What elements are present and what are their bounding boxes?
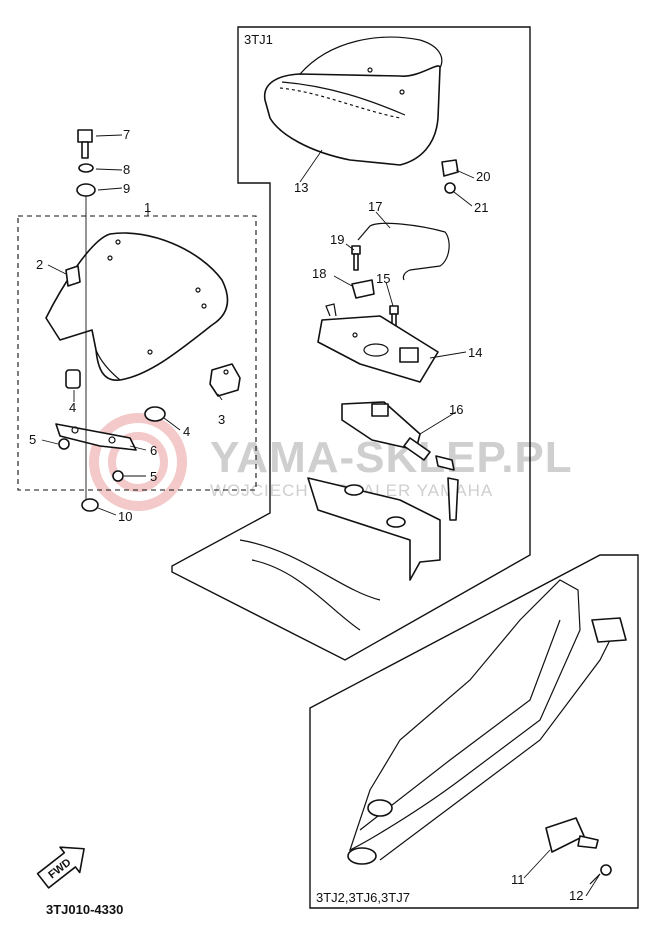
callout-21: 21 xyxy=(474,200,488,215)
leader-lines xyxy=(41,134,601,897)
group-outline-lower xyxy=(309,554,639,909)
bolt-19 xyxy=(351,245,361,271)
callout-7: 7 xyxy=(123,127,130,142)
bracket-6 xyxy=(55,423,137,451)
lock-assembly-16 xyxy=(341,401,459,521)
lock-base-14 xyxy=(317,303,439,383)
rear-frame xyxy=(347,579,627,865)
seat-mount-frame xyxy=(239,477,441,631)
lock-11 xyxy=(545,817,599,853)
callout-20: 20 xyxy=(476,169,490,184)
callouts: 1 2 3 4 4 5 5 6 7 8 9 10 11 12 13 14 15 … xyxy=(29,127,583,903)
nut-5-right xyxy=(112,470,124,482)
bracket-2 xyxy=(65,265,81,287)
bolt-7 xyxy=(77,129,93,159)
seat-13 xyxy=(264,36,443,166)
damper-4-right xyxy=(144,406,166,422)
collar-10 xyxy=(81,498,99,512)
assembly-box-1 xyxy=(17,215,257,491)
nut-5-left xyxy=(58,438,70,450)
callout-5-left: 5 xyxy=(29,432,36,447)
callout-11: 11 xyxy=(511,872,525,887)
clip-20 xyxy=(441,159,459,177)
damper-3 xyxy=(209,363,241,397)
wire-17 xyxy=(357,222,450,281)
callout-14: 14 xyxy=(468,345,482,360)
callout-16: 16 xyxy=(449,402,463,417)
bracket-18 xyxy=(351,279,375,299)
fwd-arrow-icon: FWD xyxy=(36,846,85,889)
callout-15: 15 xyxy=(376,271,390,286)
callout-18: 18 xyxy=(312,266,326,281)
part-code: 3TJ010-4330 xyxy=(46,902,123,917)
callout-4-left: 4 xyxy=(69,400,76,415)
callout-2: 2 xyxy=(36,257,43,272)
tail-cover-1 xyxy=(45,232,229,381)
callout-4-right: 4 xyxy=(183,424,190,439)
callout-10: 10 xyxy=(118,509,132,524)
callout-17: 17 xyxy=(368,199,382,214)
group-label-upper: 3TJ1 xyxy=(244,32,273,47)
callout-13: 13 xyxy=(294,180,308,195)
screw-12 xyxy=(589,864,612,885)
callout-5-right: 5 xyxy=(150,469,157,484)
group-outline-upper xyxy=(171,26,531,661)
callout-1: 1 xyxy=(144,200,151,215)
callout-6: 6 xyxy=(150,443,157,458)
callout-19: 19 xyxy=(330,232,344,247)
nut-21 xyxy=(444,182,456,194)
callout-8: 8 xyxy=(123,162,130,177)
callout-9: 9 xyxy=(123,181,130,196)
callout-3: 3 xyxy=(218,412,225,427)
group-label-lower: 3TJ2,3TJ6,3TJ7 xyxy=(316,890,410,905)
washer-8 xyxy=(78,163,94,173)
callout-12: 12 xyxy=(569,888,583,903)
grommet-9 xyxy=(76,183,96,197)
damper-4-left xyxy=(65,369,81,389)
